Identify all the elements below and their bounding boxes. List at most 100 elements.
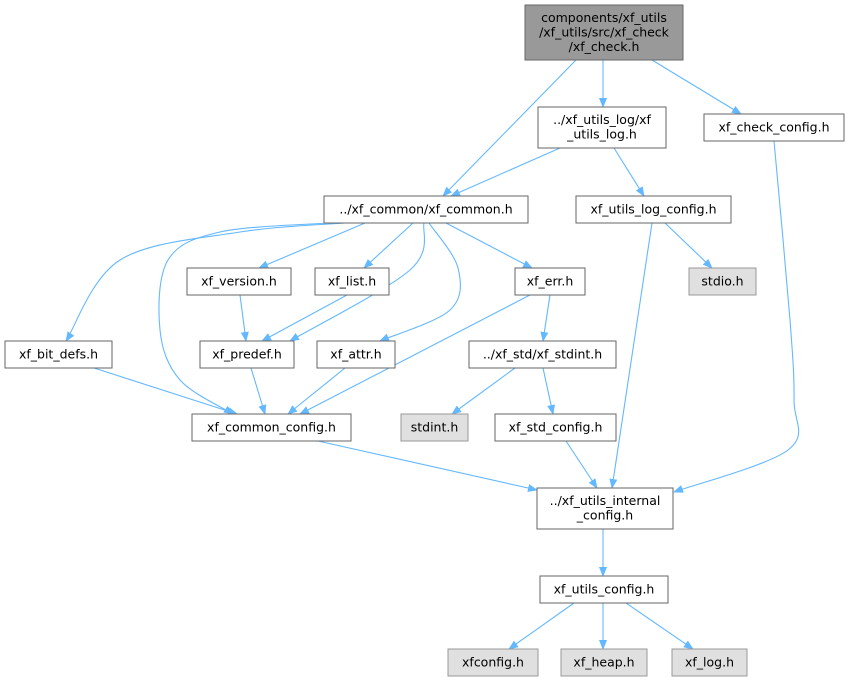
node-box [191,413,352,442]
node-xf-std-config[interactable]: xf_std_config.h [494,413,617,442]
edge-line [613,147,645,197]
edge-xf_std_config-to-internal_config [565,440,598,489]
edge-line [93,367,238,416]
node-label: xf_utils_log_config.h [590,201,716,216]
node-label: components/xf_utils [541,10,667,25]
edge-line [542,367,555,415]
edge-utils_log-to-xf_common [450,147,561,197]
nodes-layer: components/xf_utils/xf_utils/src/xf_chec… [4,4,845,677]
node-utils-config[interactable]: xf_utils_config.h [539,575,669,604]
node-box [703,113,845,142]
edge-xf_bit_defs-to-xf_common_config [93,367,238,416]
edge-line [363,222,414,269]
node-box [575,195,732,224]
edge-xf_common-to-xf_predef [289,222,426,342]
node-xf-common-config[interactable]: xf_common_config.h [191,413,352,442]
edge-line [289,222,426,342]
node-xf-err[interactable]: xf_err.h [514,267,586,296]
node-xf-attr[interactable]: xf_attr.h [316,340,396,369]
node-xf-stdint[interactable]: ../xf_std/xf_stdint.h [468,340,617,369]
edges-layer [65,59,800,650]
node-box [688,267,757,296]
node-internal-config[interactable]: ../xf_utils_internal_config.h [536,487,674,530]
edge-xf_predef-to-xf_common_config [250,367,267,415]
node-label: xf_utils_config.h [554,581,655,596]
node-xf-version[interactable]: xf_version.h [186,267,292,296]
node-xf-list[interactable]: xf_list.h [314,267,390,296]
edge-xf_err-to-xf_stdint [540,294,551,342]
node-label: /xf_utils/src/xf_check [539,24,670,39]
node-xf-common[interactable]: ../xf_common/xf_common.h [323,195,529,224]
edge-line [250,367,267,415]
edge-line [609,222,653,489]
edge-utils_log-to-utils_log_config [613,147,645,197]
edge-utils_log_config-to-stdio [664,222,713,269]
edge-xf_list-to-xf_predef [261,294,348,342]
edge-root-to-check_config [651,59,742,115]
node-box [314,267,390,296]
edge-line [445,222,533,269]
edge-xf_err-to-xf_common_config [299,294,531,415]
edge-line [258,222,366,269]
edge-line [625,602,694,650]
node-check-config[interactable]: xf_check_config.h [703,113,845,142]
edge-line [664,222,713,269]
edge-line [451,367,516,415]
node-label: xf_check_config.h [718,119,829,134]
edge-xf_version-to-xf_predef [239,294,249,342]
node-xf-log: xf_log.h [671,648,748,677]
node-label: _config.h [576,508,633,523]
node-label: xf_std_config.h [509,419,603,434]
node-label: /xf_check.h [569,39,640,54]
node-box [4,340,113,369]
edge-xf_attr-to-xf_common_config [287,367,346,415]
edge-line [450,147,561,197]
node-label: stdint.h [411,419,459,434]
node-box [447,648,539,677]
node-label: xf_version.h [201,273,277,288]
edge-xf_common-to-xf_version [258,222,366,269]
node-label: xf_log.h [685,654,734,669]
node-utils-log-config[interactable]: xf_utils_log_config.h [575,195,732,224]
edge-line [239,294,249,342]
node-xf-heap: xf_heap.h [560,648,648,677]
edge-xf_stdint-to-stdint [451,367,516,415]
node-label: xfconfig.h [462,654,524,669]
edge-line [442,59,577,197]
edge-xf_common-to-xf_bit_defs [65,222,346,342]
node-xf-predef[interactable]: xf_predef.h [199,340,295,369]
node-box [514,267,586,296]
edge-xf_common_config-to-internal_config [317,440,538,492]
edge-line [540,294,551,342]
node-box [539,575,669,604]
node-root[interactable]: components/xf_utils/xf_utils/src/xf_chec… [524,4,684,61]
node-label: xf_list.h [328,273,376,288]
edge-xf_common-to-xf_common_config [158,222,329,415]
node-box [494,413,617,442]
edge-check_config-to-internal_config [673,140,800,493]
edge-line [379,222,461,342]
node-utils-log[interactable]: ../xf_utils_log/xf_utils_log.h [537,106,667,149]
node-label: xf_bit_defs.h [19,346,98,361]
node-label: xf_common_config.h [207,419,336,434]
node-xf-bit-defs[interactable]: xf_bit_defs.h [4,340,113,369]
edge-xf_stdint-to-xf_std_config [542,367,555,415]
edge-xf_common-to-xf_attr [379,222,461,342]
node-box [468,340,617,369]
edge-line [317,440,538,492]
node-stdio: stdio.h [688,267,757,296]
node-box [400,413,469,442]
edge-line [65,222,346,342]
node-label: stdio.h [701,273,743,288]
node-label: xf_predef.h [212,346,282,361]
node-stdint: stdint.h [400,413,469,442]
edge-xf_common-to-xf_list [363,222,414,269]
edge-xf_common-to-xf_err [445,222,533,269]
edge-root-to-xf_common [442,59,577,197]
node-box [560,648,648,677]
edge-line [287,367,346,415]
node-label: ../xf_common/xf_common.h [339,201,512,216]
node-box [537,106,667,149]
node-box [323,195,529,224]
